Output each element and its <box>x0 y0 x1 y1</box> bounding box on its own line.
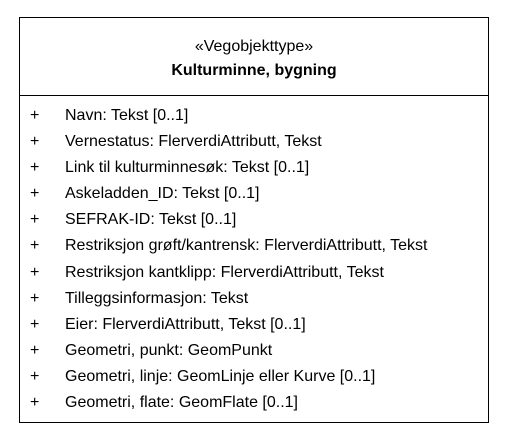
attribute-text: Restriksjon kantklipp: FlerverdiAttribut… <box>65 263 384 281</box>
attribute-row: + SEFRAK-ID: Tekst [0..1] <box>20 207 488 233</box>
visibility-marker: + <box>30 367 40 385</box>
visibility-marker: + <box>30 237 40 255</box>
visibility-marker: + <box>30 211 40 229</box>
class-name: Kulturminne, bygning <box>171 62 337 79</box>
attribute-text: Geometri, punkt: GeomPunkt <box>65 341 273 359</box>
attribute-row: + Restriksjon kantklipp: FlerverdiAttribu… <box>20 260 488 286</box>
attribute-text: Geometri, flate: GeomFlate [0..1] <box>65 394 298 412</box>
visibility-marker: + <box>30 341 40 359</box>
attribute-text: Vernestatus: FlerverdiAttributt, Tekst <box>65 133 322 151</box>
attribute-text: Eier: FlerverdiAttributt, Tekst [0..1] <box>65 315 306 333</box>
attribute-row: + Restriksjon grøft/kantrensk: FlerverdiA… <box>20 233 488 259</box>
visibility-marker: + <box>30 185 40 203</box>
attribute-row: + Askeladden_ID: Tekst [0..1] <box>20 181 488 207</box>
attribute-row: + Eier: FlerverdiAttributt, Tekst [0..1] <box>20 312 488 338</box>
attribute-list: + Navn: Tekst [0..1] + Vernestatus: Flerve… <box>20 96 488 416</box>
attribute-text: SEFRAK-ID: Tekst [0..1] <box>65 211 237 229</box>
visibility-marker: + <box>30 263 40 281</box>
attribute-text: Navn: Tekst [0..1] <box>65 107 189 124</box>
attribute-row: + Link til kulturminnesøk: Tekst [0..1] <box>20 155 488 181</box>
attribute-row: + Geometri, flate: GeomFlate [0..1] <box>20 390 488 416</box>
attribute-text: Geometri, linje: GeomLinje eller Kurve [… <box>65 367 376 385</box>
attribute-text: Restriksjon grøft/kantrensk: FlerverdiAt… <box>65 237 428 255</box>
attribute-row: + Tilleggsinformasjon: Tekst <box>20 286 488 312</box>
attribute-row: + Geometri, linje: GeomLinje eller Kurve … <box>20 364 488 390</box>
attribute-row: + Navn: Tekst [0..1] <box>20 103 488 129</box>
visibility-marker: + <box>30 133 40 151</box>
class-stereotype: «Vegobjekttype» <box>194 38 314 55</box>
visibility-marker: + <box>30 289 40 307</box>
uml-class-box: «Vegobjekttype» Kulturminne, bygning + Na… <box>19 17 489 423</box>
visibility-marker: + <box>30 107 40 124</box>
attribute-row: + Vernestatus: FlerverdiAttributt, Tekst <box>20 129 488 155</box>
attribute-text: Link til kulturminnesøk: Tekst [0..1] <box>65 159 310 177</box>
attribute-row: + Geometri, punkt: GeomPunkt <box>20 338 488 364</box>
attribute-text: Tilleggsinformasjon: Tekst <box>65 289 249 307</box>
visibility-marker: + <box>30 315 40 333</box>
attribute-text: Askeladden_ID: Tekst [0..1] <box>65 185 260 203</box>
visibility-marker: + <box>30 159 40 177</box>
visibility-marker: + <box>30 394 40 412</box>
class-header: «Vegobjekttype» Kulturminne, bygning <box>20 18 488 96</box>
